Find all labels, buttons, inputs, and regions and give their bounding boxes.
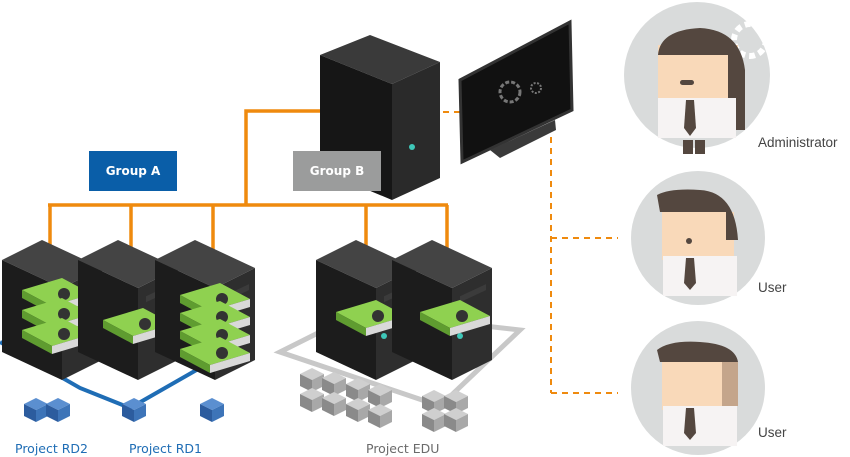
containers-edu <box>300 368 468 432</box>
admin-monitor <box>458 19 574 165</box>
connector-lines <box>48 109 449 268</box>
project-rd1-label: Project RD1 <box>129 441 203 456</box>
role-user-label-1: User <box>758 280 787 295</box>
project-edu-label: Project EDU <box>366 441 440 456</box>
group-b-text: Group B <box>309 164 365 178</box>
gear-icon <box>530 82 542 94</box>
containers-rd2 <box>24 398 70 422</box>
project-rd2-label: Project RD2 <box>15 441 89 456</box>
role-administrator-label: Administrator <box>758 135 838 150</box>
rack-rd-3 <box>155 240 255 380</box>
group-a-label: Group A <box>89 151 177 191</box>
avatar-administrator <box>624 2 770 154</box>
group-a-text: Group A <box>105 164 161 178</box>
containers-rd-extra <box>200 398 224 422</box>
group-b-label: Group B <box>293 151 381 191</box>
admin-dashed-lines <box>443 111 618 394</box>
avatar-user-2 <box>631 321 765 455</box>
avatar-user-1 <box>631 171 765 305</box>
gear-icon <box>498 80 522 104</box>
rack-edu-2 <box>392 240 492 380</box>
role-user-label-2: User <box>758 425 787 440</box>
